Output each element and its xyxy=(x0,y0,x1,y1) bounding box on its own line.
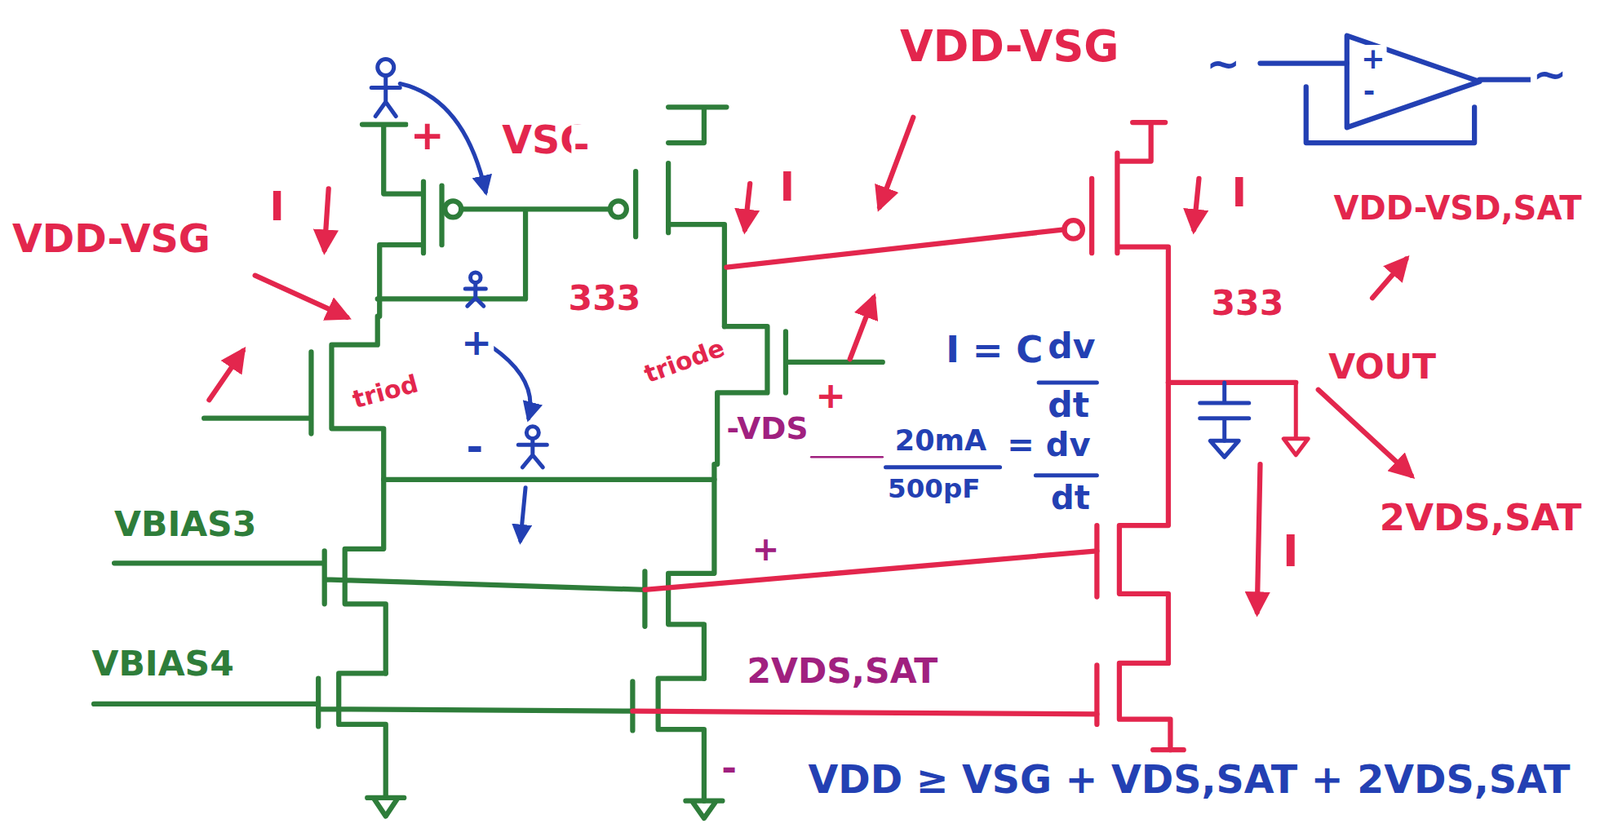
polarity-sign: + xyxy=(459,324,495,362)
equation: 20mA xyxy=(892,426,989,456)
bias-name: VBIAS3 xyxy=(112,505,259,541)
node-voltage: VDD-VSD,SAT xyxy=(1331,191,1584,225)
polarity-sign: + xyxy=(749,532,782,566)
equation: dt xyxy=(1045,387,1092,423)
annotation-figures xyxy=(371,59,1097,541)
supply-equation: VDD ≥ VSG + VDS,SAT + 2VDS,SAT xyxy=(806,760,1573,800)
polarity-sign: + xyxy=(407,114,447,156)
current-label: I xyxy=(777,166,798,208)
equation: dt xyxy=(1049,481,1093,515)
node-voltage: VDD-VSG xyxy=(898,25,1122,69)
region-note: triod xyxy=(348,371,423,413)
polarity-sign: + xyxy=(813,377,849,415)
equation: = dv xyxy=(1005,428,1093,461)
opamp-pin: + xyxy=(1359,44,1388,74)
current-label: I xyxy=(267,186,288,227)
equation: I = C xyxy=(944,331,1046,368)
equation: dv xyxy=(1045,328,1098,364)
polarity-sign: - xyxy=(464,426,486,468)
output-name: VOUT xyxy=(1326,349,1439,385)
region-note: triode xyxy=(638,334,730,388)
signal-symbol: ~ xyxy=(1530,53,1569,94)
equation: 500pF xyxy=(886,475,983,503)
node-voltage: 2VDS,SAT xyxy=(1377,500,1584,537)
node-voltage: VDD-VSG xyxy=(10,219,213,259)
polarity-sign: - xyxy=(571,124,592,164)
current-label: I xyxy=(1280,530,1302,574)
red-wires xyxy=(632,122,1296,750)
opamp-symbol xyxy=(1259,35,1546,143)
voltage-name: 2VDS,SAT xyxy=(744,652,940,688)
current-label: I xyxy=(1229,171,1250,213)
opamp-pin: - xyxy=(1360,77,1378,107)
signal-symbol: ~ xyxy=(1204,43,1243,85)
load-capacitor xyxy=(1200,382,1309,457)
leader-line xyxy=(811,456,883,459)
size-note: 333 xyxy=(1209,285,1286,321)
polarity-sign: - xyxy=(719,749,740,787)
bias-name: VBIAS4 xyxy=(89,646,236,682)
voltage-name: -VDS xyxy=(724,412,811,444)
red-arrows xyxy=(208,117,1411,613)
size-note: 333 xyxy=(566,280,643,316)
